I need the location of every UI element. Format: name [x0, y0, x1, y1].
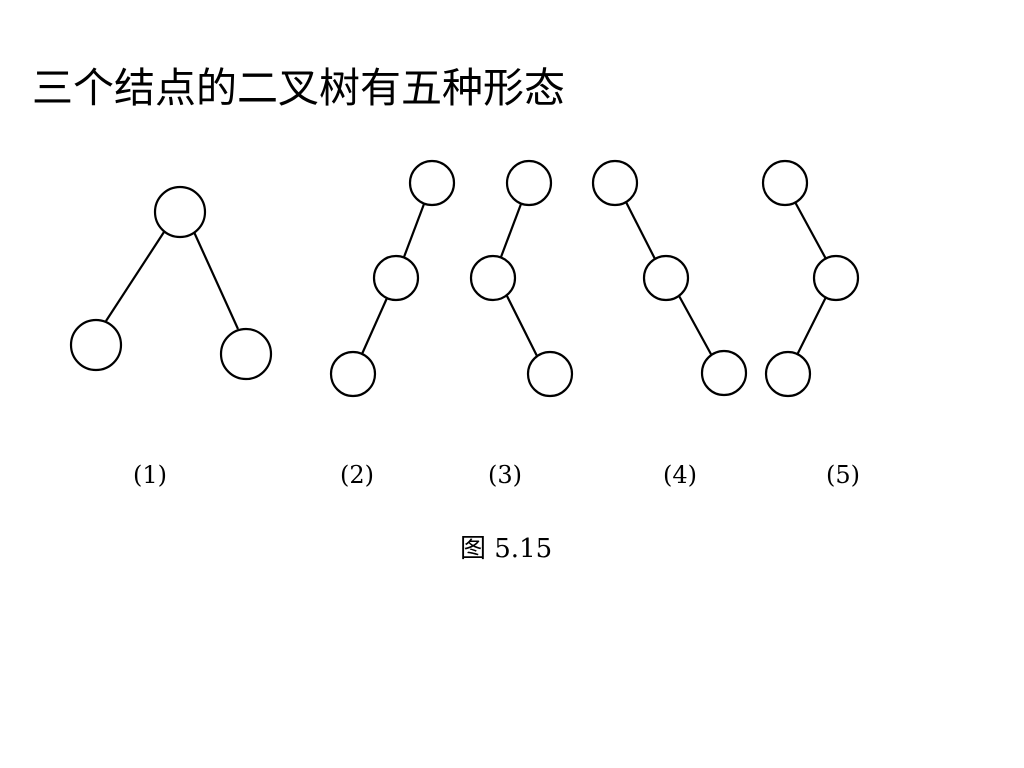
- tree-1: [69, 185, 273, 381]
- tree-5-label: (5): [826, 461, 860, 489]
- tree-5: [761, 159, 860, 398]
- tree-2-edge-2: [360, 297, 389, 355]
- tree-2-node-3: [329, 350, 377, 398]
- tree-3-node-1: [505, 159, 553, 207]
- tree-2: [329, 159, 456, 398]
- tree-4-node-2: [642, 254, 690, 302]
- tree-4: [591, 159, 748, 397]
- tree-5-node-3: [764, 350, 812, 398]
- tree-3-edge-1: [499, 203, 523, 258]
- tree-4-edge-2: [677, 293, 713, 357]
- tree-1-root-node: [153, 185, 207, 239]
- figure-caption: 图 5.15: [460, 534, 553, 564]
- tree-1-edge-right: [192, 231, 240, 330]
- tree-3-edge-2: [505, 293, 538, 357]
- tree-5-node-1: [761, 159, 809, 207]
- tree-4-label: (4): [663, 461, 697, 489]
- tree-1-right-node: [219, 327, 273, 381]
- tree-5-edge-2: [796, 296, 827, 356]
- slide-title: 三个结点的二叉树有五种形态: [32, 64, 565, 112]
- tree-3: [469, 159, 574, 398]
- tree-1-edge-left: [105, 231, 165, 322]
- tree-1-left-node: [69, 318, 123, 372]
- tree-3-node-2: [469, 254, 517, 302]
- tree-3-label: (3): [488, 461, 522, 489]
- tree-2-node-2: [372, 254, 420, 302]
- tree-2-node-1: [408, 159, 456, 207]
- tree-5-edge-1: [794, 201, 827, 260]
- tree-4-node-3: [700, 349, 748, 397]
- tree-2-edge-1: [402, 203, 426, 258]
- tree-4-node-1: [591, 159, 639, 207]
- tree-4-edge-1: [625, 201, 656, 260]
- tree-5-node-2: [812, 254, 860, 302]
- tree-1-label: (1): [133, 461, 167, 489]
- tree-2-label: (2): [340, 461, 374, 489]
- tree-3-node-3: [526, 350, 574, 398]
